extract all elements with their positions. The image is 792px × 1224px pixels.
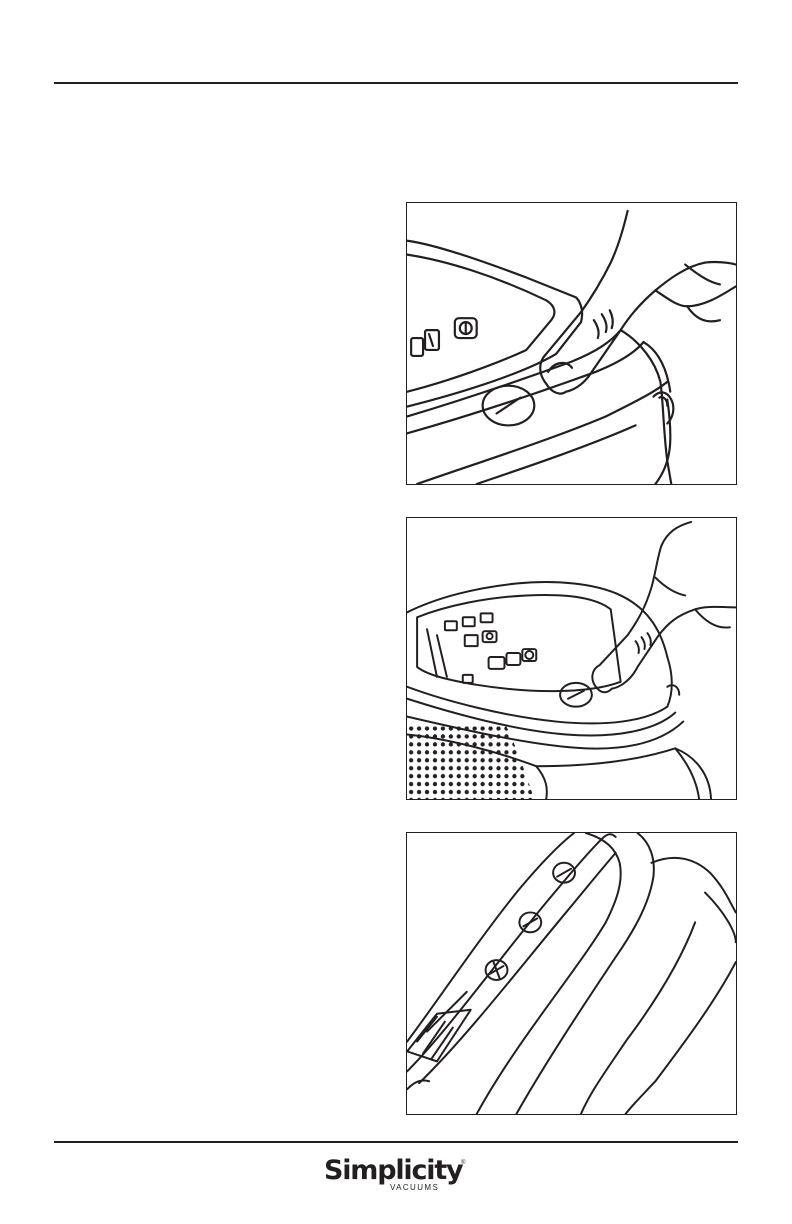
brand-logo: Simplicity ® VACUUMS bbox=[318, 1154, 478, 1194]
registered-mark: ® bbox=[461, 1160, 465, 1166]
handle-controls-illustration bbox=[407, 833, 736, 1114]
illustration-handle-controls bbox=[406, 832, 737, 1115]
illustration-power-button-closeup bbox=[406, 202, 737, 485]
header-rule bbox=[54, 82, 738, 84]
finger-press-illustration bbox=[407, 203, 736, 484]
canister-top-illustration bbox=[407, 518, 736, 799]
illustration-canister-top-view bbox=[406, 517, 737, 800]
footer-rule bbox=[54, 1141, 738, 1143]
brand-subtitle: VACUUMS bbox=[390, 1183, 439, 1192]
